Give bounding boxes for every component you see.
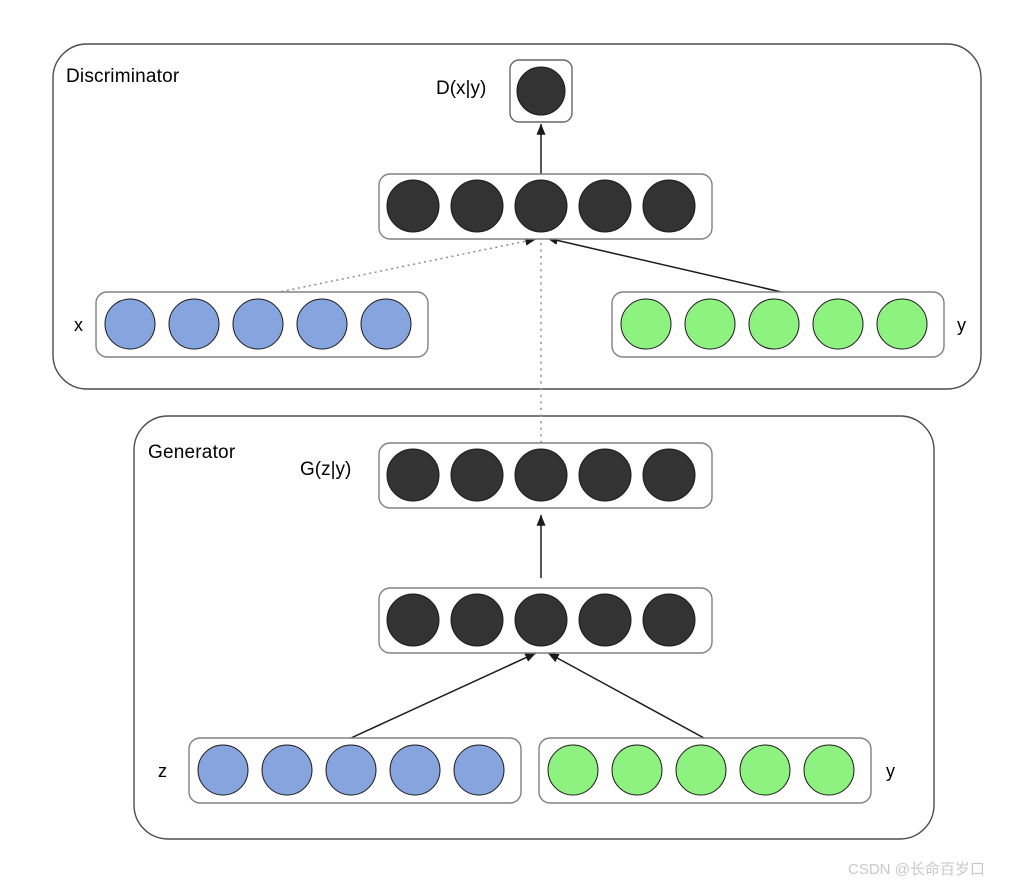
generator-output-layer (378, 442, 713, 509)
node-dark (386, 179, 440, 233)
node-dark (514, 593, 568, 647)
node-blue (104, 298, 156, 350)
node-dark (578, 448, 632, 502)
edge-discriminator-y-to-hidden (546, 236, 791, 295)
node-dark (450, 448, 504, 502)
node-green (620, 298, 672, 350)
edge-generator-y-to-hidden (547, 652, 705, 739)
generator-output-label: G(z|y) (300, 459, 352, 480)
node-green (739, 744, 791, 796)
node-dark (386, 448, 440, 502)
node-dark (516, 66, 566, 116)
node-dark (450, 179, 504, 233)
discriminator-input-y-label: y (957, 315, 966, 335)
node-green (611, 744, 663, 796)
node-dark (642, 448, 696, 502)
node-green (748, 298, 800, 350)
node-blue (261, 744, 313, 796)
discriminator-input-x-label: x (74, 315, 83, 335)
generator-title: Generator (148, 442, 236, 463)
node-blue (232, 298, 284, 350)
generator-input-y-label: y (886, 761, 895, 781)
node-dark (642, 593, 696, 647)
node-dark (642, 179, 696, 233)
node-green (812, 298, 864, 350)
node-dark (450, 593, 504, 647)
node-dark (386, 593, 440, 647)
discriminator-input-y-layer (611, 291, 945, 358)
node-blue (389, 744, 441, 796)
edge-generator-z-to-hidden (350, 652, 537, 739)
generator-input-y-layer (538, 737, 872, 804)
node-blue (168, 298, 220, 350)
discriminator-output-label: D(x|y) (436, 78, 487, 99)
node-green (547, 744, 599, 796)
node-dark (514, 448, 568, 502)
node-green (803, 744, 855, 796)
edge-discriminator-x-to-hidden (264, 236, 537, 296)
node-dark (578, 593, 632, 647)
node-blue (453, 744, 505, 796)
discriminator-output-layer (509, 59, 573, 123)
node-blue (197, 744, 249, 796)
node-blue (325, 744, 377, 796)
discriminator-hidden-layer (378, 173, 713, 240)
node-blue (296, 298, 348, 350)
discriminator-input-x-layer (95, 291, 429, 358)
node-green (684, 298, 736, 350)
discriminator-title: Discriminator (66, 66, 180, 87)
node-green (675, 744, 727, 796)
generator-hidden-layer (378, 587, 713, 654)
node-dark (578, 179, 632, 233)
csdn-watermark: CSDN @长命百岁口 (848, 861, 985, 878)
node-dark (514, 179, 568, 233)
generator-input-z-label: z (158, 761, 167, 781)
generator-input-z-layer (188, 737, 522, 804)
node-green (876, 298, 928, 350)
node-blue (360, 298, 412, 350)
